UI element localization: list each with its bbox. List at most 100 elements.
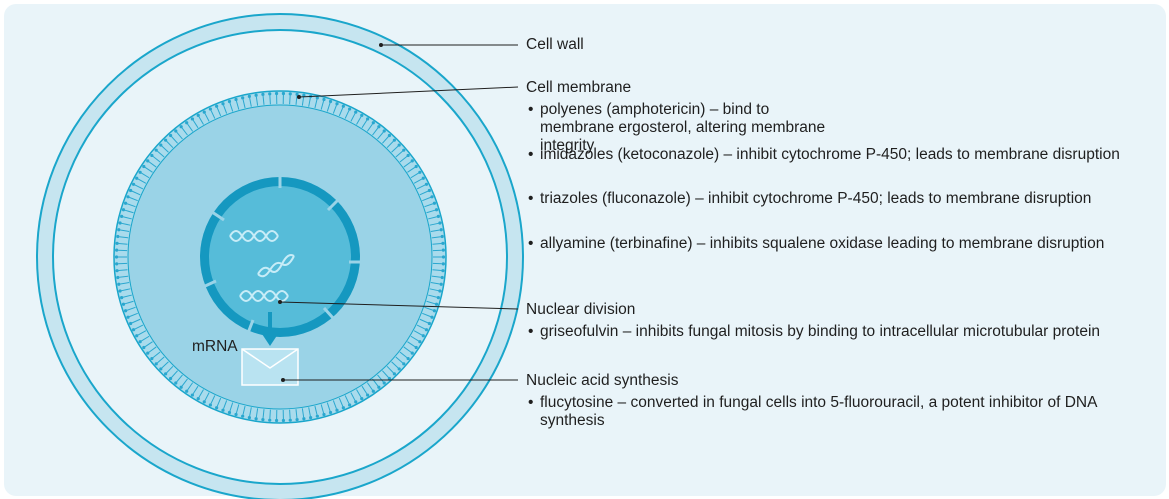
membrane-lipid-head — [402, 362, 405, 365]
membrane-lipid-head — [116, 235, 119, 238]
membrane-lipid-head — [135, 334, 138, 337]
membrane-lipid-head — [146, 352, 149, 355]
membrane-lipid — [270, 95, 271, 104]
membrane-lipid-head — [174, 129, 177, 132]
membrane-lipid-head — [428, 189, 431, 192]
membrane-lipid-head — [255, 94, 258, 97]
membrane-lipid-head — [215, 406, 218, 409]
membrane-lipid-head — [393, 372, 396, 375]
nucleic-acid-synthesis-label: Nucleic acid synthesis — [526, 372, 678, 390]
mrna-label: mRNA — [192, 338, 238, 356]
membrane-lipid-head — [120, 215, 123, 218]
nucleic-bullet: • flucytosine – converted in fungal cell… — [528, 394, 1153, 430]
membrane-lipid-head — [360, 397, 363, 400]
membrane-lipid-head — [302, 417, 305, 420]
nuclear-bullet: • griseofulvin – inhibits fungal mitosis… — [528, 323, 1158, 341]
nuclear-division-label: Nuclear division — [526, 301, 635, 319]
membrane-lipid-head — [221, 102, 224, 105]
membrane-lipid-head — [241, 415, 244, 418]
membrane-lipid-head — [377, 386, 380, 389]
membrane-lipid-head — [197, 114, 200, 117]
bullet-text: imidazoles (ketoconazole) – inhibit cyto… — [528, 146, 1148, 164]
membrane-lipid-head — [180, 386, 183, 389]
membrane-lipid-head — [215, 105, 218, 108]
membrane-lipid-head — [118, 289, 121, 292]
membrane-lipid-head — [415, 346, 418, 349]
membrane-lipid-head — [377, 125, 380, 128]
membrane-lipid-head — [150, 357, 153, 360]
membrane-lipid-head — [335, 102, 338, 105]
membrane-lipid-head — [164, 372, 167, 375]
membrane-lipid-head — [282, 92, 285, 95]
membrane-lipid-head — [440, 283, 443, 286]
membrane-lipid-head — [241, 96, 244, 99]
membrane-lipid-head — [441, 269, 444, 272]
membrane-lipid-head — [117, 228, 120, 231]
membrane-lipid-head — [342, 406, 345, 409]
membrane-bullet: • allyamine (terbinafine) – inhibits squ… — [528, 235, 1128, 253]
membrane-lipid-head — [422, 177, 425, 180]
membrane-lipid-head — [234, 98, 237, 101]
bullet-text: allyamine (terbinafine) – inhibits squal… — [528, 235, 1128, 253]
membrane-lipid-head — [433, 309, 436, 312]
membrane-lipid-head — [155, 149, 158, 152]
membrane-lipid-head — [442, 249, 445, 252]
membrane-lipid-head — [418, 171, 421, 174]
membrane-lipid-head — [342, 105, 345, 108]
membrane-lipid-head — [322, 413, 325, 416]
membrane-bullet: • imidazoles (ketoconazole) – inhibit cy… — [528, 146, 1148, 164]
bullet-dot: • — [528, 190, 533, 208]
membrane-lipid-head — [142, 346, 145, 349]
membrane-lipid-head — [185, 390, 188, 393]
membrane-lipid-head — [411, 159, 414, 162]
membrane-lipid-head — [203, 400, 206, 403]
membrane-lipid-head — [398, 143, 401, 146]
membrane-lipid-head — [348, 403, 351, 406]
bullet-dot: • — [528, 235, 533, 253]
membrane-lipid-head — [372, 121, 375, 124]
membrane-lipid-head — [289, 92, 292, 95]
membrane-lipid-head — [295, 418, 298, 421]
membrane-lipid-head — [275, 92, 278, 95]
membrane-lipid-head — [435, 208, 438, 211]
membrane-lipid-head — [425, 328, 428, 331]
membrane-lipid-head — [209, 107, 212, 110]
membrane-lipid-head — [203, 111, 206, 114]
membrane-lipid-head — [180, 125, 183, 128]
membrane-lipid-head — [122, 303, 125, 306]
bullet-dot: • — [528, 146, 533, 164]
membrane-lipid-head — [115, 249, 118, 252]
membrane-lipid-head — [124, 309, 127, 312]
membrane-lipid-head — [309, 416, 312, 419]
membrane-lipid-head — [248, 416, 251, 419]
membrane-lipid-head — [415, 165, 418, 168]
membrane-lipid-head — [129, 189, 132, 192]
membrane-lipid-head — [268, 92, 271, 95]
membrane-lipid-head — [159, 143, 162, 146]
membrane-lipid-head — [441, 276, 444, 279]
membrane-lipid-head — [435, 303, 438, 306]
membrane-lipid-head — [411, 352, 414, 355]
membrane-lipid — [270, 410, 271, 419]
membrane-lipid-head — [132, 183, 135, 186]
membrane-lipid-head — [261, 418, 264, 421]
membrane-lipid-head — [316, 415, 319, 418]
membrane-lipid — [290, 410, 291, 419]
membrane-lipid-head — [142, 165, 145, 168]
membrane-bullet: • triazoles (fluconazole) – inhibit cyto… — [528, 190, 1118, 208]
membrane-lipid-head — [255, 417, 258, 420]
bullet-dot: • — [528, 394, 533, 412]
membrane-lipid-head — [441, 242, 444, 245]
membrane-lipid-head — [388, 134, 391, 137]
membrane-lipid-head — [115, 242, 118, 245]
membrane-lipid-head — [428, 322, 431, 325]
membrane-lipid-head — [117, 283, 120, 286]
membrane-lipid-head — [282, 419, 285, 422]
membrane-lipid-head — [425, 183, 428, 186]
membrane-lipid-head — [197, 397, 200, 400]
membrane-lipid-head — [360, 114, 363, 117]
membrane-lipid-head — [398, 367, 401, 370]
membrane-lipid-head — [383, 381, 386, 384]
membrane-lipid-head — [329, 100, 332, 103]
membrane-lipid-head — [135, 177, 138, 180]
